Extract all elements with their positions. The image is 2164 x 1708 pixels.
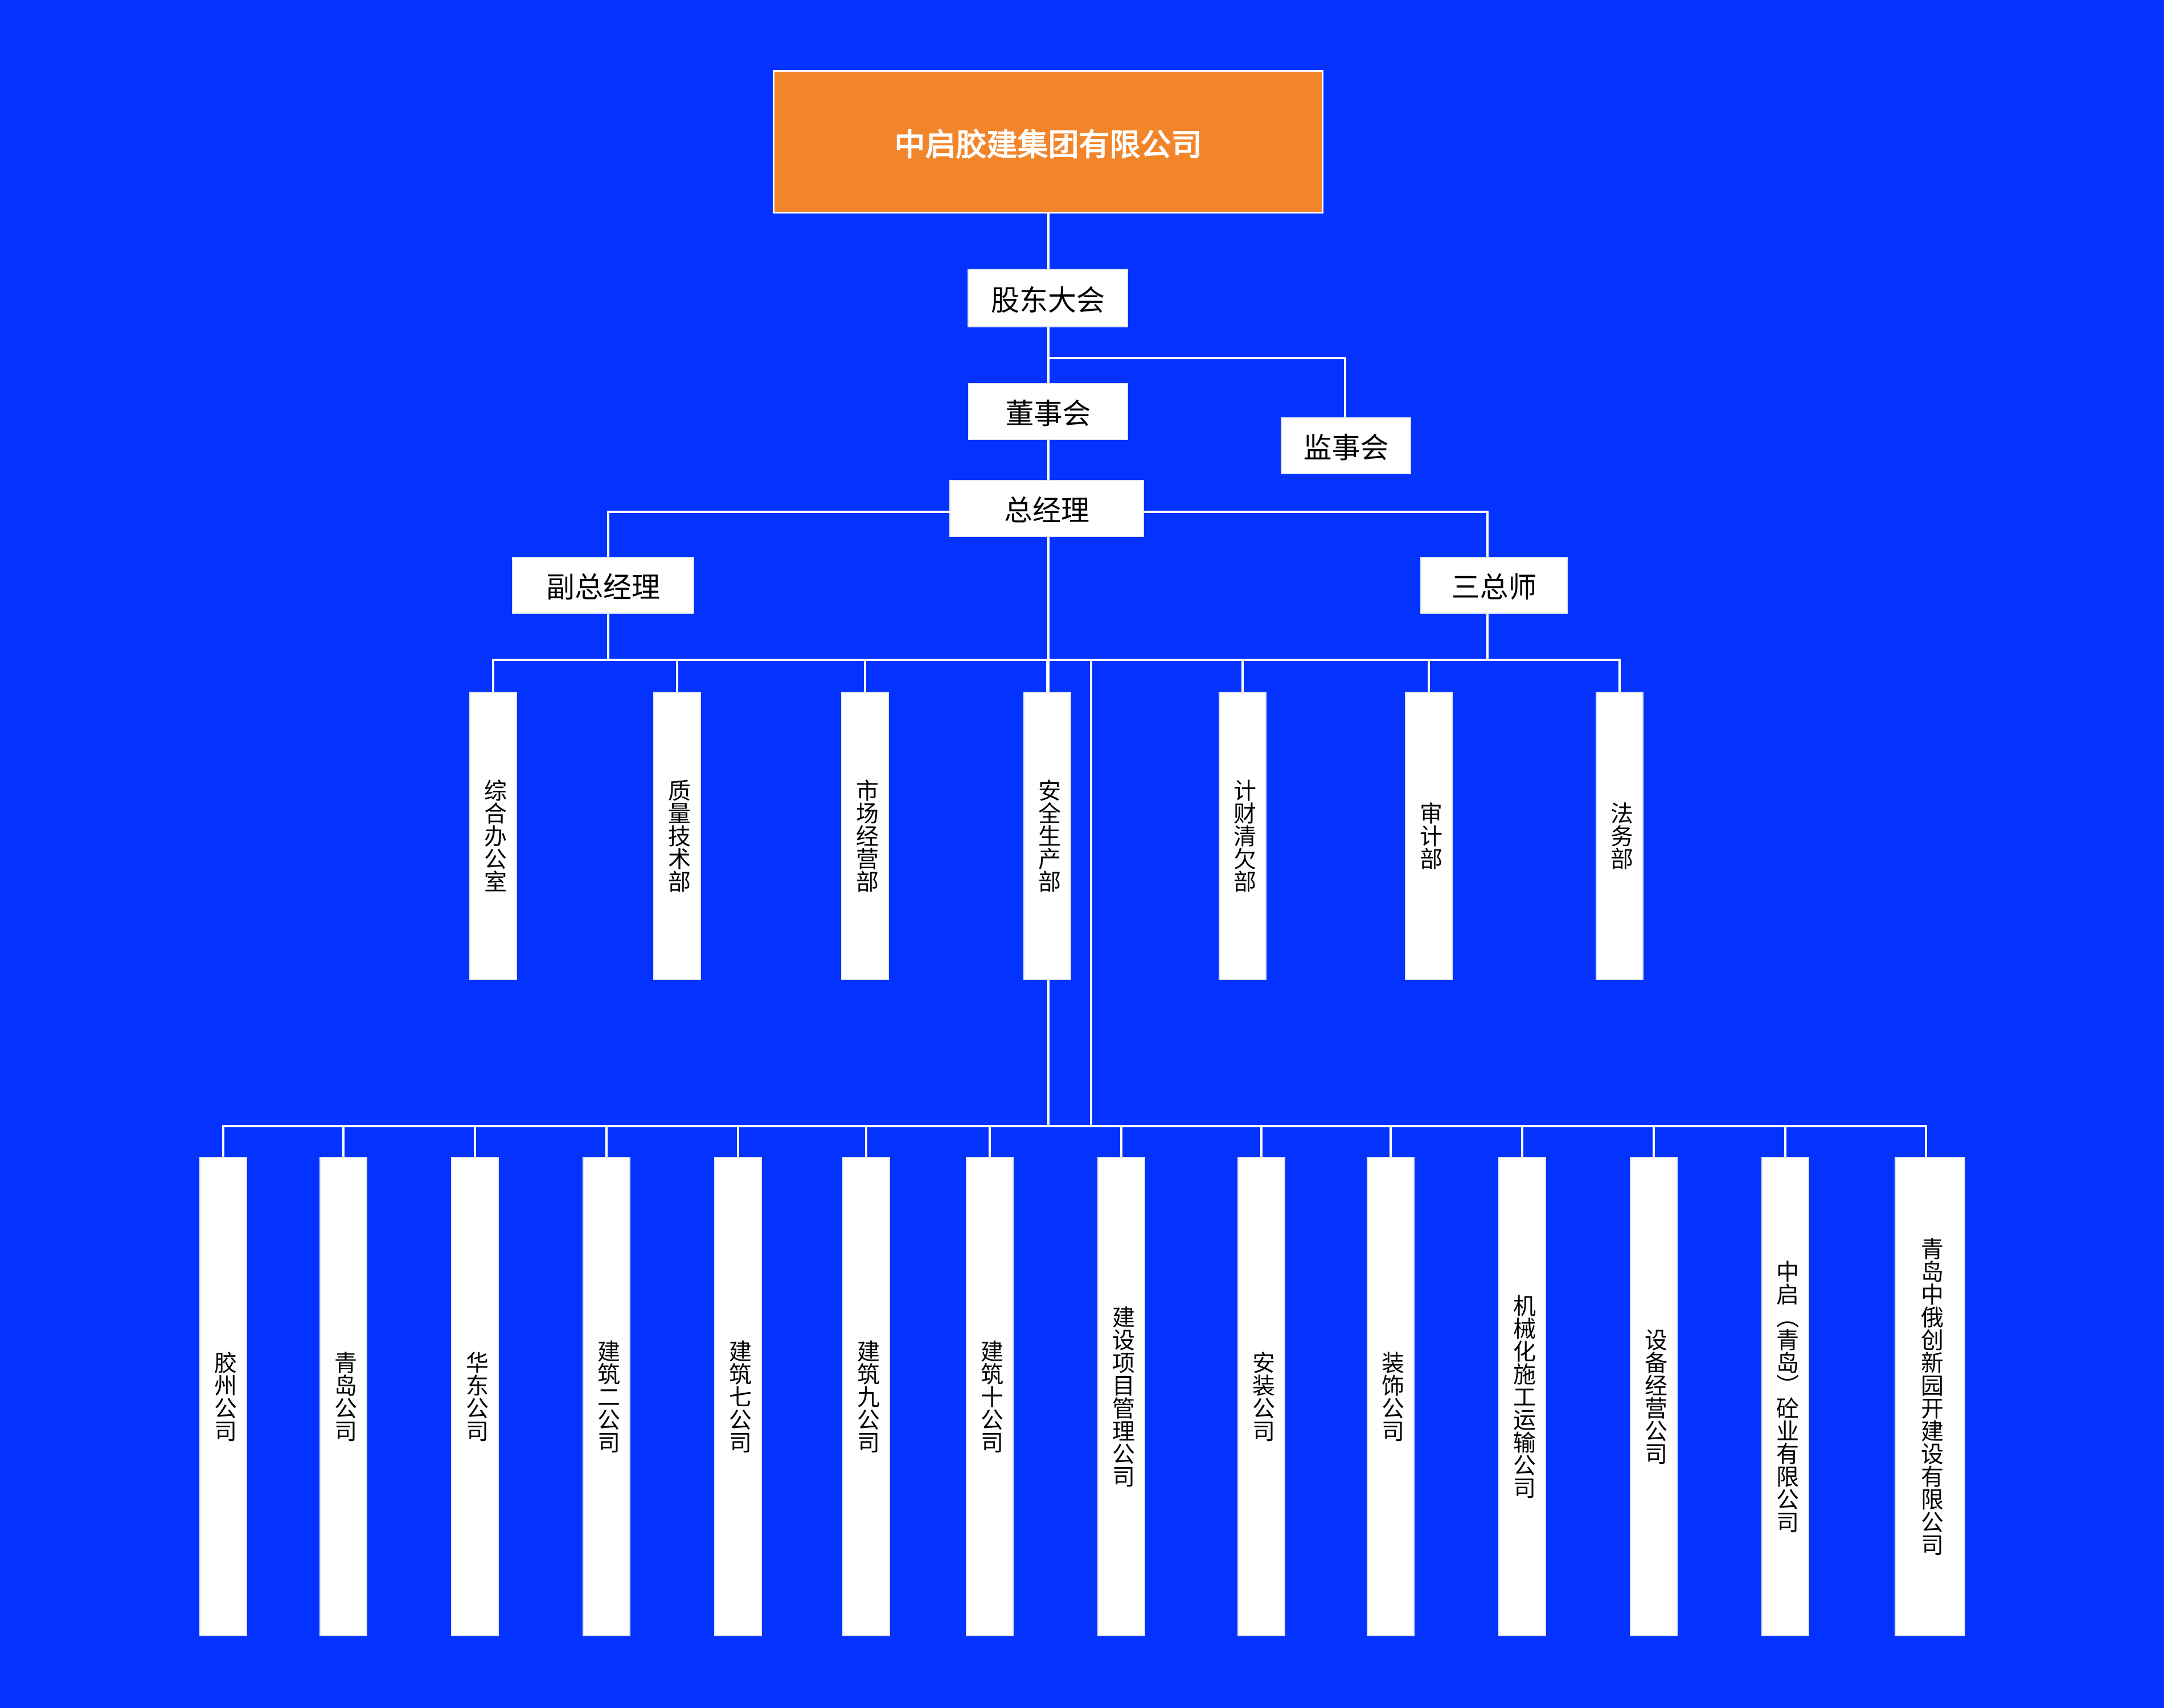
connector-line: [1046, 659, 1048, 693]
chief-engineers-box: 三总师: [1420, 557, 1568, 614]
subsidiary-box: 装饰公司: [1367, 1157, 1415, 1636]
connector-line: [492, 659, 494, 693]
department-box: 法务部: [1596, 692, 1644, 980]
connector-line: [1344, 357, 1346, 418]
shareholders-meeting-box: 股东大会: [968, 269, 1128, 327]
subsidiary-box: 中启（青岛）砼业有限公司: [1761, 1157, 1809, 1636]
connector-line: [1260, 1125, 1263, 1158]
subsidiary-box: 建筑七公司: [714, 1157, 762, 1636]
department-box: 市场经营部: [841, 692, 889, 980]
subsidiary-box: 青岛公司: [319, 1157, 367, 1636]
subsidiary-box: 建筑十公司: [966, 1157, 1014, 1636]
subsidiary-box: 建设项目管理公司: [1097, 1157, 1145, 1636]
connector-line: [1090, 659, 1092, 1127]
connector-line: [222, 1125, 224, 1158]
subsidiary-box: 华东公司: [451, 1157, 499, 1636]
root-company-box: 中启胶建集团有限公司: [773, 70, 1323, 214]
department-box: 质量技术部: [653, 692, 701, 980]
subsidiary-box: 建筑二公司: [583, 1157, 630, 1636]
subsidiary-box: 安装公司: [1237, 1157, 1285, 1636]
connector-line: [1653, 1125, 1655, 1158]
connector-line: [605, 1125, 608, 1158]
connector-line: [474, 1125, 476, 1158]
connector-line: [1390, 1125, 1392, 1158]
connector-line: [1486, 612, 1489, 660]
connector-line: [1120, 1125, 1122, 1158]
deputy-general-manager-box: 副总经理: [512, 557, 694, 614]
department-box: 审计部: [1405, 692, 1453, 980]
connector-line: [1048, 357, 1346, 359]
connector-line: [1486, 511, 1489, 559]
connector-line: [492, 659, 1620, 661]
connector-line: [1618, 659, 1621, 693]
connector-line: [676, 659, 678, 693]
subsidiary-box: 机械化施工运输公司: [1498, 1157, 1546, 1636]
connector-line: [607, 612, 609, 660]
connector-line: [1428, 659, 1430, 693]
general-manager-box: 总经理: [949, 480, 1144, 537]
subsidiary-box: 青岛中俄创新园开建设有限公司: [1895, 1157, 1965, 1636]
department-box: 综合办公室: [469, 692, 517, 980]
connector-line: [865, 1125, 867, 1158]
connector-line: [342, 1125, 345, 1158]
department-box: 安全生产部: [1023, 692, 1071, 980]
connector-line: [607, 511, 609, 559]
connector-line: [737, 1125, 739, 1158]
connector-line: [1784, 1125, 1786, 1158]
connector-line: [1241, 659, 1244, 693]
connector-line: [1521, 1125, 1523, 1158]
subsidiary-box: 胶州公司: [199, 1157, 247, 1636]
connector-line: [864, 659, 866, 693]
subsidiary-box: 设备经营公司: [1630, 1157, 1678, 1636]
connector-line: [1925, 1125, 1927, 1158]
subsidiary-box: 建筑九公司: [842, 1157, 890, 1636]
connector-line: [989, 1125, 991, 1158]
board-of-supervisors-box: 监事会: [1281, 417, 1411, 474]
department-box: 计财清欠部: [1219, 692, 1267, 980]
connector-line: [1047, 212, 1050, 1125]
connector-line: [222, 1125, 1927, 1127]
board-of-directors-box: 董事会: [968, 383, 1128, 440]
